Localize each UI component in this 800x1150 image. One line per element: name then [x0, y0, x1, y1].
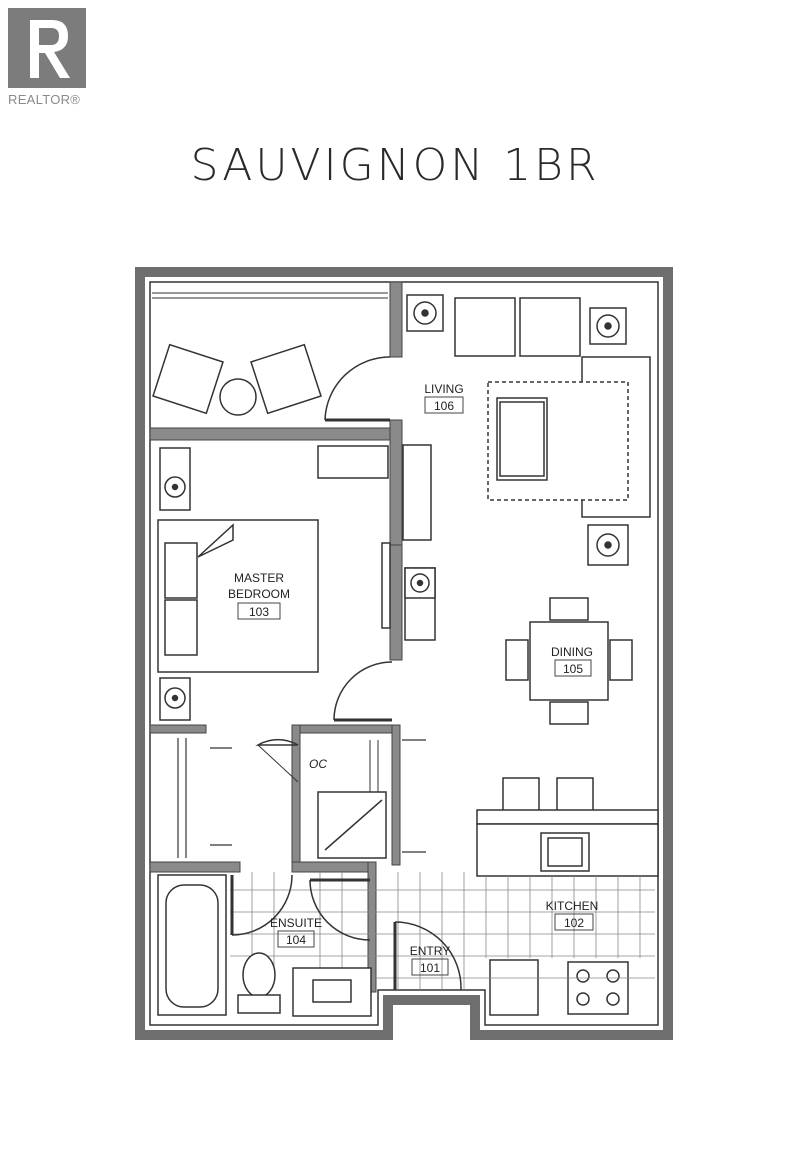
bedroom-furniture	[157, 445, 391, 673]
balcony-furniture	[152, 343, 322, 416]
room-label-living: LIVING 106	[424, 382, 464, 414]
svg-text:KITCHEN: KITCHEN	[546, 899, 599, 913]
room-label-dining: DINING 105	[551, 645, 593, 677]
exterior-wall	[135, 267, 673, 1040]
realtor-logo-text: REALTOR®	[8, 92, 81, 107]
room-label-entry: ENTRY 101	[410, 944, 450, 976]
svg-text:103: 103	[249, 605, 269, 619]
realtor-logo: REALTOR®	[8, 8, 88, 108]
svg-text:104: 104	[286, 933, 306, 947]
svg-text:DINING: DINING	[551, 645, 593, 659]
svg-text:106: 106	[434, 399, 454, 413]
lamp-icons	[159, 294, 629, 721]
room-label-closet: OC	[309, 757, 327, 771]
svg-text:LIVING: LIVING	[424, 382, 463, 396]
realtor-logo-mark	[8, 8, 86, 88]
svg-text:101: 101	[420, 961, 440, 975]
svg-text:ENTRY: ENTRY	[410, 944, 450, 958]
svg-text:102: 102	[564, 916, 584, 930]
svg-text:OC: OC	[309, 757, 327, 771]
room-label-bedroom: MASTER BEDROOM 103	[228, 571, 290, 620]
living-furniture	[402, 297, 651, 641]
kitchen-furniture	[476, 777, 659, 1016]
svg-text:BEDROOM: BEDROOM	[228, 587, 290, 601]
interior-walls	[149, 281, 403, 993]
dining-furniture	[505, 597, 633, 725]
room-label-ensuite: ENSUITE 104	[270, 916, 322, 948]
svg-text:MASTER: MASTER	[234, 571, 284, 585]
tile-grid	[230, 872, 655, 990]
plan-title: SAUVIGNON 1BR	[190, 140, 600, 191]
svg-text:105: 105	[563, 662, 583, 676]
svg-text:ENSUITE: ENSUITE	[270, 916, 322, 930]
room-label-kitchen: KITCHEN 102	[546, 899, 599, 931]
ensuite-fixtures	[157, 874, 372, 1017]
